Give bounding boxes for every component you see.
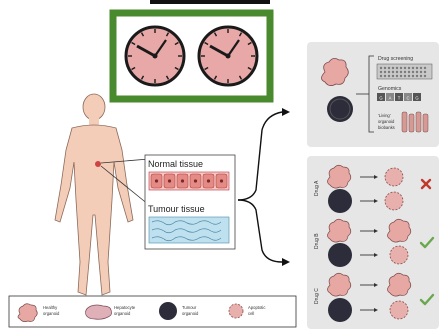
genomics-sequence: G A T C G (377, 93, 421, 101)
base-letter: A (389, 96, 392, 101)
legend-label: organoid (114, 311, 131, 316)
well-plate-icon (377, 64, 432, 79)
apoptotic-cell-icon (390, 246, 408, 264)
base-letter: G (379, 96, 382, 101)
tumour-organoid-icon (327, 96, 353, 122)
living-label-line3: biobanks (378, 125, 395, 130)
drug-label: Drug B (314, 233, 320, 249)
drug-screening-label: Drug screening (378, 56, 413, 62)
genomics-label: Genomics (378, 86, 402, 92)
hepatocyte-organoid-icon (86, 305, 112, 319)
clock-icon (126, 27, 184, 85)
legend-label: organoid (182, 311, 199, 316)
legend-label: Tumour (182, 305, 197, 310)
apoptotic-cell-icon (229, 304, 243, 318)
drug-label: Drug A (314, 180, 320, 196)
tumour-organoid-icon (328, 243, 352, 267)
legend-label: cell (248, 311, 254, 316)
title-strip (150, 0, 270, 4)
living-label-line2: organoid (378, 119, 395, 124)
tissue-panel: Normal tissue Tumour tissue (145, 155, 235, 249)
clocks-frame (113, 13, 270, 99)
arrowheads (282, 108, 290, 266)
applications-panel: Drug screening Genomics G A T C G 'Livin… (307, 42, 439, 147)
apoptotic-cell-icon (390, 301, 408, 319)
legend: Healthy organoid Hepatocyte organoid Tum… (9, 296, 296, 327)
base-letter: G (415, 96, 418, 101)
legend-label: Healthy (43, 305, 58, 310)
drug-testing-panel: Drug A Drug B Drug C (307, 156, 439, 329)
base-letter: C (406, 96, 409, 101)
title-fragment (150, 0, 270, 4)
organ-marker (95, 161, 101, 167)
normal-tissue-label: Normal tissue (148, 159, 203, 169)
tumour-organoid-icon (328, 189, 352, 213)
legend-label: Hepatocyte (114, 305, 136, 310)
tumour-organoid-icon (159, 302, 177, 320)
tumour-tissue-label: Tumour tissue (148, 204, 205, 214)
normal-tissue-strip (149, 172, 229, 190)
living-label-line1: 'Living' (378, 113, 391, 118)
human-figure-icon (55, 94, 133, 295)
clock-icon (199, 27, 257, 85)
legend-label: Apoptotic (248, 305, 265, 310)
base-letter: T (398, 96, 401, 101)
tumour-organoid-icon (328, 298, 352, 322)
apoptotic-cell-icon (385, 192, 403, 210)
drug-label: Drug C (314, 288, 320, 304)
tumour-tissue-strip (149, 217, 229, 243)
branch-brace (238, 112, 282, 262)
legend-label: organoid (43, 311, 60, 316)
apoptotic-cell-icon (385, 168, 403, 186)
